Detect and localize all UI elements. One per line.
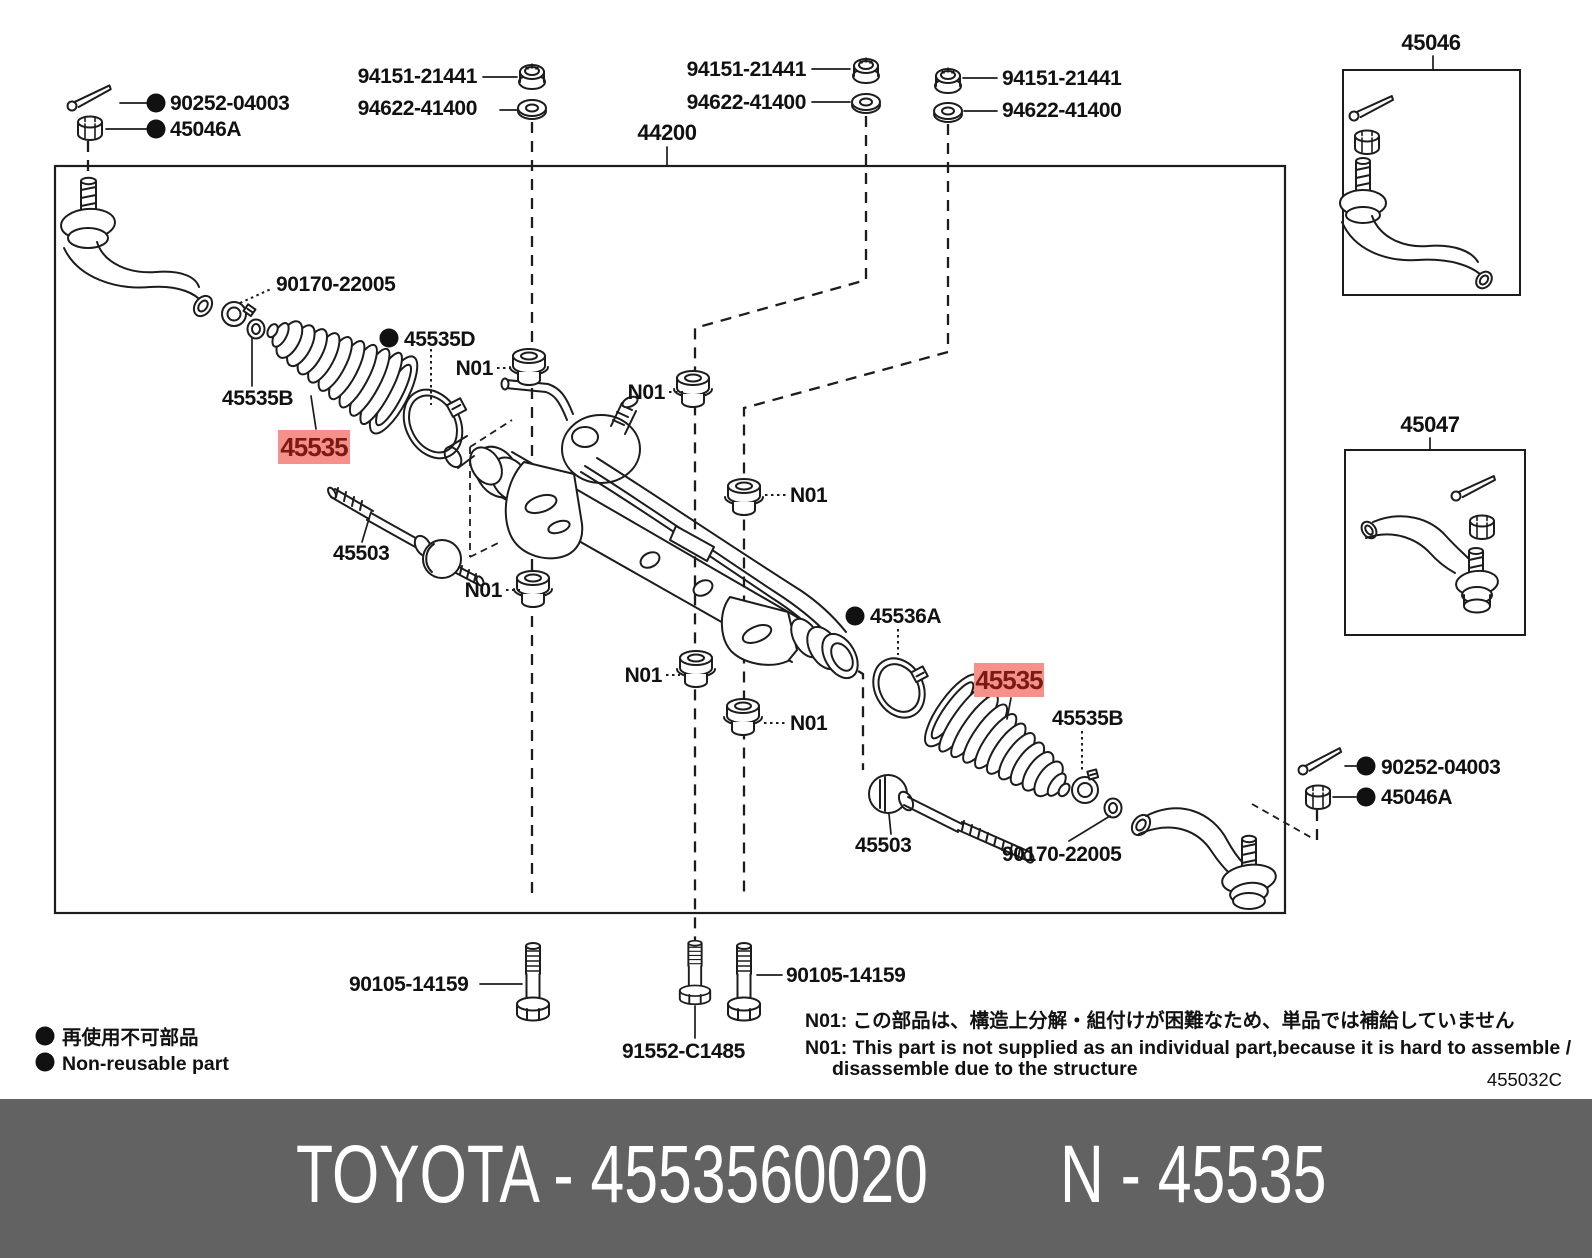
label-lock-nut-1: 94151-21441 — [358, 65, 478, 88]
label-clamp-right: 90170-22005 — [1002, 843, 1122, 866]
inset-title-45047: 45047 — [1400, 412, 1459, 437]
label-bolt-short: 91552-C1485 — [622, 1040, 746, 1063]
non-reusable-dots — [146, 93, 1376, 807]
leader-lines — [105, 68, 1357, 1039]
non-reusable-dot-icon — [1356, 787, 1376, 807]
cotter-pin-icon — [1295, 747, 1346, 777]
diagram-frame — [53, 164, 1287, 915]
parts-diagram: 45535 45535 90252-04003 45046A 94151-214… — [35, 30, 1572, 1090]
label-n01-2: N01 — [628, 381, 666, 404]
rack-end-left-drawing — [327, 486, 485, 587]
label-n01-6: N01 — [790, 712, 828, 735]
label-clip-right: 45535B — [1052, 707, 1123, 730]
tie-rod-end-right-drawing — [1130, 807, 1277, 910]
castle-nut-icon — [1305, 784, 1331, 810]
label-rack-end-left: 45503 — [333, 542, 389, 565]
label-n01-1: N01 — [456, 357, 494, 380]
steering-gear-drawing — [443, 377, 859, 680]
non-reusable-dot-icon — [146, 93, 166, 113]
label-cotter-pin-tl: 90252-04003 — [170, 92, 289, 115]
label-tie-rod-nut-br: 45046A — [1381, 786, 1452, 809]
label-tie-rod-nut-tl: 45046A — [170, 118, 241, 141]
label-boot-right: 45535 — [975, 665, 1043, 695]
doc-code: 455032C — [1487, 1069, 1562, 1090]
label-washer-1: 94622-41400 — [358, 97, 477, 120]
label-clip-left: 45535B — [222, 387, 293, 410]
label-n01-5: N01 — [625, 664, 663, 687]
non-reusable-dot-icon — [845, 606, 865, 626]
label-lock-nut-3: 94151-21441 — [1002, 67, 1122, 90]
legend-en: Non-reusable part — [62, 1053, 229, 1075]
hardware-icons — [64, 57, 1346, 1022]
boot-right-drawing — [872, 657, 1123, 829]
highlight-box — [974, 663, 1044, 697]
label-grommet-clamp: 45536A — [870, 605, 941, 628]
note-jp: N01: この部品は、構造上分解・組付けが困難なため、単品では補給していません — [805, 1009, 1515, 1032]
label-clamp-left: 90170-22005 — [276, 273, 396, 296]
cotter-pin-icon — [64, 84, 115, 113]
legend-jp: 再使用不可部品 — [62, 1026, 199, 1049]
label-bolt-long-1: 90105-14159 — [349, 973, 468, 996]
label-clamp-large: 45535D — [404, 328, 475, 351]
castle-nut-icon — [77, 115, 103, 141]
non-reusable-dot-icon — [146, 119, 166, 139]
non-reusable-dot-icon — [379, 328, 399, 348]
bolt-icon — [727, 942, 761, 1022]
label-cotter-pin-br: 90252-04003 — [1381, 756, 1500, 779]
highlight-box — [278, 430, 350, 464]
note-en-line2: disassemble due to the structure — [832, 1058, 1138, 1080]
note-en-line1: N01: This part is not supplied as an ind… — [805, 1037, 1572, 1059]
label-n01-4: N01 — [465, 579, 503, 602]
inset-45046 — [1339, 55, 1521, 296]
inset-title-45046: 45046 — [1401, 30, 1460, 55]
boot-left-drawing — [221, 289, 468, 460]
label-n01-3: N01 — [790, 484, 828, 507]
non-reusable-dot-icon — [1356, 756, 1376, 776]
label-lock-nut-2: 94151-21441 — [687, 58, 807, 81]
non-reusable-dot-icon — [35, 1026, 55, 1046]
label-bolt-long-2: 90105-14159 — [786, 964, 905, 987]
label-washer-3: 94622-41400 — [1002, 99, 1121, 122]
bolt-icon — [678, 939, 712, 1006]
footer-brand-part-number: TOYOTA - 4553560020 — [296, 1128, 928, 1220]
footer-banner: TOYOTA - 4553560020 N - 45535 — [0, 1099, 1592, 1258]
label-boot-left: 45535 — [280, 432, 348, 462]
tie-rod-end-left-drawing — [60, 176, 214, 318]
footer-catalog-ref: N - 45535 — [1060, 1128, 1327, 1220]
label-washer-2: 94622-41400 — [687, 91, 806, 114]
non-reusable-dot-icon — [35, 1052, 55, 1072]
label-rack-end-right: 45503 — [855, 834, 911, 857]
label-gear-assy: 44200 — [637, 120, 696, 145]
rack-end-right-drawing — [868, 774, 1035, 864]
bolt-icon — [516, 942, 550, 1022]
inset-45047 — [1344, 437, 1526, 636]
